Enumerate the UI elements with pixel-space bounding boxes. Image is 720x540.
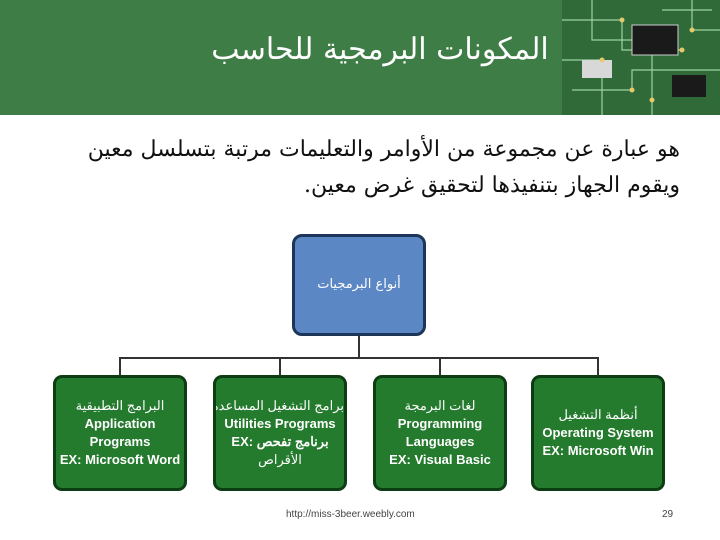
box-example-line: EX: Microsoft Word	[59, 452, 181, 467]
software-types-root-box: أنواع البرمجيات	[292, 234, 426, 336]
box-english-line-1: Application	[84, 416, 156, 431]
box-arabic-label: البرامج التطبيقية	[75, 398, 165, 413]
intro-text: هو عبارة عن مجموعة من الأوامر والتعليمات…	[60, 132, 680, 204]
box-utilities-programs: برامج التشغيل المساعدة Utilities Program…	[213, 375, 347, 491]
box-example-line: EX: Microsoft Win	[542, 443, 654, 458]
circuit-board-image	[562, 0, 720, 115]
intro-line-2: ويقوم الجهاز بتنفيذها لتحقيق غرض معين.	[303, 173, 680, 198]
connector-drop-3	[439, 357, 441, 375]
box-english-line-1: Operating System	[542, 425, 654, 440]
connector-drop-2	[279, 357, 281, 375]
box-arabic-label: برامج التشغيل المساعدة	[213, 398, 344, 413]
box-application-programs: البرامج التطبيقية Application Programs E…	[53, 375, 187, 491]
footer-url: http://miss-3beer.weebly.com	[286, 509, 415, 520]
intro-line-1: هو عبارة عن مجموعة من الأوامر والتعليمات…	[87, 137, 680, 162]
connector-root-vertical	[358, 336, 360, 358]
box-english-line-2: Languages	[405, 434, 475, 449]
box-english-line-1: Programming	[397, 416, 483, 431]
box-example-line: EX: Visual Basic	[389, 452, 491, 467]
box-arabic-label: لغات البرمجة	[404, 398, 476, 413]
connector-drop-4	[597, 357, 599, 375]
connector-horizontal	[119, 357, 598, 359]
box-programming-languages: لغات البرمجة Programming Languages EX: V…	[373, 375, 507, 491]
box-english-line-1: Utilities Programs	[224, 416, 336, 431]
connector-drop-1	[119, 357, 121, 375]
box-arabic-label: أنظمة التشغيل	[558, 407, 638, 422]
box-example-line: EX: برنامج تفحص	[231, 434, 329, 449]
box-example-line-2: الأقراص	[258, 452, 302, 467]
page-number: 29	[662, 509, 674, 520]
box-operating-systems: أنظمة التشغيل Operating System EX: Micro…	[531, 375, 665, 491]
slide-title: المكونات البرمجية للحاسب	[211, 32, 549, 67]
box-english-line-2: Programs	[89, 434, 151, 449]
